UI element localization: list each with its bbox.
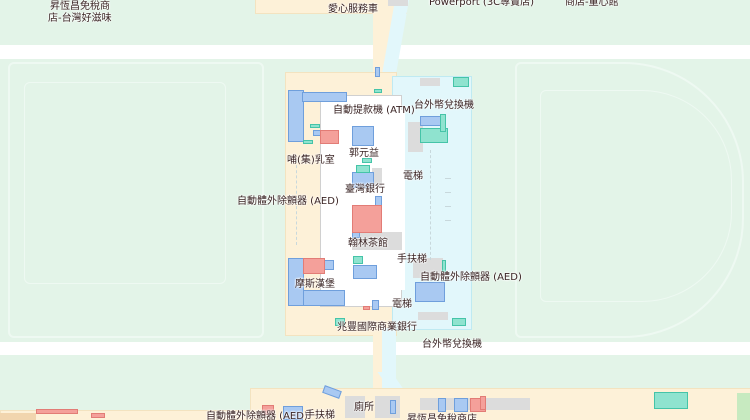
shop-bottom-red-4[interactable] xyxy=(91,413,105,418)
conveyor-line xyxy=(430,150,431,260)
label-elevator-top[interactable]: 電梯 xyxy=(403,171,423,182)
shop-small-red[interactable] xyxy=(363,306,370,310)
gate-marker xyxy=(445,220,451,221)
shop-teal-nursing[interactable] xyxy=(310,124,320,128)
label-service-car[interactable]: 愛心服務車 xyxy=(328,4,378,15)
label-aed-bottom[interactable]: 自動體外除顫器 (AED) xyxy=(206,411,308,420)
shop-bottom-red-1[interactable] xyxy=(262,405,274,415)
shop-teal-mega-left[interactable] xyxy=(335,318,345,326)
grass-bottom-right xyxy=(737,393,750,420)
facility-block xyxy=(418,312,448,320)
label-top-right-shop[interactable]: 商店-童心館 xyxy=(565,0,619,8)
conveyor-line xyxy=(296,160,297,245)
shop-teal-guo[interactable] xyxy=(362,158,372,163)
shop-left-2[interactable] xyxy=(302,92,347,102)
label-bank-of-taiwan[interactable]: 臺灣銀行 xyxy=(345,184,385,195)
parking-lot-left xyxy=(8,62,264,338)
facility-block xyxy=(408,122,423,152)
shop-teal-center[interactable] xyxy=(353,256,363,264)
shop-bottom-red-5[interactable] xyxy=(480,396,486,410)
shop-bottom-4[interactable] xyxy=(438,398,446,412)
label-aed-right[interactable]: 自動體外除顫器 (AED) xyxy=(420,272,522,283)
facility-block xyxy=(375,396,400,418)
shop-mos-right[interactable] xyxy=(324,260,334,270)
shop-center-2[interactable] xyxy=(353,265,377,279)
facility-block xyxy=(413,258,443,278)
facility-block xyxy=(420,78,440,86)
shop-teal-top-right[interactable] xyxy=(453,77,469,87)
shop-bottom-red-3[interactable] xyxy=(36,409,78,414)
shop-teal-narrow[interactable] xyxy=(440,114,446,132)
label-escalator-bottom[interactable]: 手扶梯 xyxy=(305,410,335,420)
label-hanlin-tea[interactable]: 翰林茶館 xyxy=(348,238,388,249)
gate-marker xyxy=(445,178,451,179)
shop-bottom-3[interactable] xyxy=(390,400,396,414)
shop-teal-bank[interactable] xyxy=(356,165,370,173)
gate-marker xyxy=(445,206,451,207)
shop-top-small[interactable] xyxy=(375,67,380,77)
label-currency-exchange-top[interactable]: 台外幣兌換機 xyxy=(414,100,474,111)
shop-teal-top-walkway[interactable] xyxy=(374,89,382,93)
shop-near-elevator[interactable] xyxy=(372,300,379,310)
shop-nursing-red[interactable] xyxy=(320,130,339,144)
facility-block xyxy=(388,0,408,6)
shop-mos-bottom[interactable] xyxy=(303,290,345,306)
shop-mos-burger[interactable] xyxy=(303,258,325,274)
shop-mos-left[interactable] xyxy=(288,258,304,306)
label-elevator-bottom[interactable]: 電梯 xyxy=(392,299,412,310)
shop-guo-yuan-yi[interactable] xyxy=(352,126,374,146)
label-guo-yuan-yi[interactable]: 郭元益 xyxy=(349,148,379,159)
shop-teal-nursing-2[interactable] xyxy=(303,140,313,144)
label-escalator-mid[interactable]: 手扶梯 xyxy=(397,254,427,265)
shop-left-1[interactable] xyxy=(288,90,304,142)
label-currency-exchange-bottom[interactable]: 台外幣兌換機 xyxy=(422,339,482,350)
parking-lot-right-inner xyxy=(540,90,732,302)
shop-teal-mega-right[interactable] xyxy=(452,318,466,326)
label-mos-burger[interactable]: 摩斯漢堡 xyxy=(295,279,335,290)
label-atm[interactable]: 自動提款機 (ATM) xyxy=(333,105,415,116)
label-mega-bank[interactable]: 兆豐國際商業銀行 xyxy=(337,322,417,333)
shop-teal-escalator[interactable] xyxy=(442,260,446,272)
facility-block xyxy=(345,396,365,418)
main-hall-right xyxy=(395,110,405,290)
label-top-left-shop-1[interactable]: 昇恆昌免稅商 xyxy=(50,1,110,12)
facility-block xyxy=(352,232,402,250)
label-nursing-room[interactable]: 哺(集)乳室 xyxy=(287,155,335,166)
shop-teal-bottom-right[interactable] xyxy=(654,392,688,409)
label-aed-left[interactable]: 自動體外除顫器 (AED) xyxy=(237,196,339,207)
gate-marker xyxy=(445,192,451,193)
label-bottom-shop-partial[interactable]: 昇恆昌免稅商店 xyxy=(407,414,477,420)
shop-bottom-5[interactable] xyxy=(454,398,468,412)
parking-lot-right xyxy=(515,62,744,338)
parking-lot-left-inner xyxy=(24,82,226,284)
terminal-bottom-corner xyxy=(0,413,36,420)
facility-block xyxy=(372,168,382,186)
label-restroom[interactable]: 廁所 xyxy=(354,402,374,413)
label-powerport[interactable]: Powerport (3C專賣店) xyxy=(429,0,535,8)
shop-aed-right[interactable] xyxy=(415,282,445,302)
shop-center-red[interactable] xyxy=(352,205,382,233)
label-top-left-shop-2[interactable]: 店-台灣好滋味 xyxy=(48,13,112,24)
